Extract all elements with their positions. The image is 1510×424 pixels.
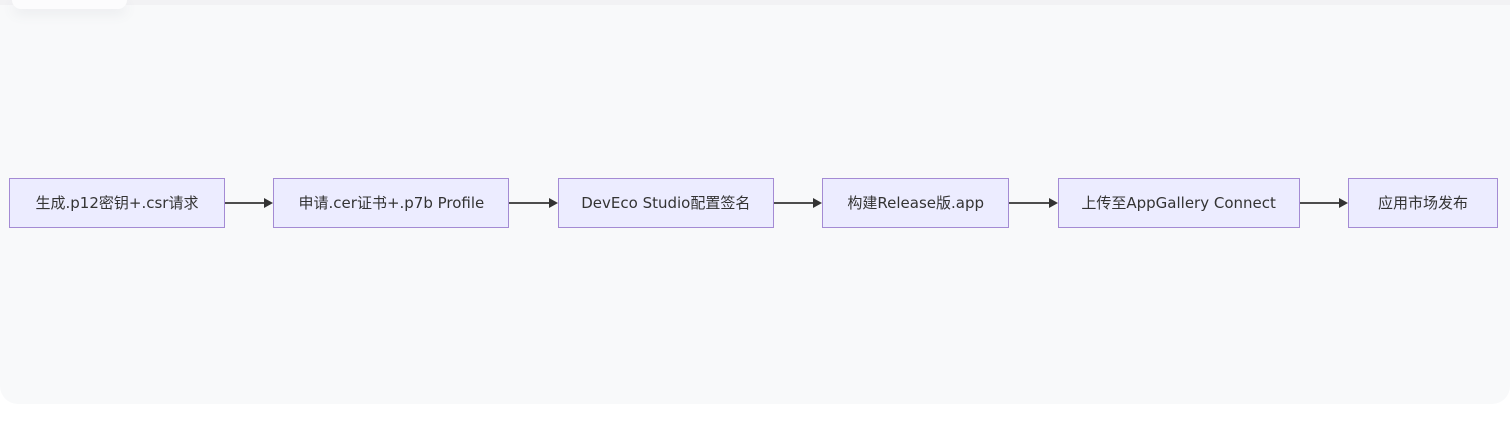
flow-node-market-publish: 应用市场发布	[1348, 178, 1499, 228]
flow-arrow-5	[1299, 178, 1349, 228]
flowchart: 生成.p12密钥+.csr请求 申请.cer证书+.p7b Profile De…	[9, 178, 1499, 228]
flow-node-label: 申请.cer证书+.p7b Profile	[298, 193, 485, 212]
arrow-line	[509, 202, 550, 204]
arrow-line	[1299, 202, 1341, 204]
flow-arrow-1	[225, 178, 274, 228]
browser-tab-remnant	[12, 0, 127, 9]
flow-node-apply-cert-profile: 申请.cer证书+.p7b Profile	[273, 178, 510, 228]
flow-node-label: 生成.p12密钥+.csr请求	[35, 193, 199, 212]
arrow-head-icon	[548, 198, 558, 208]
flow-node-generate-key: 生成.p12密钥+.csr请求	[9, 178, 225, 228]
flow-node-label: 上传至AppGallery Connect	[1081, 193, 1276, 212]
flow-node-label: DevEco Studio配置签名	[581, 193, 751, 212]
window-top-strip	[0, 0, 1510, 5]
flow-arrow-3	[773, 178, 823, 228]
arrow-line	[773, 202, 815, 204]
arrow-line	[1009, 202, 1050, 204]
arrow-line	[225, 202, 266, 204]
flow-arrow-4	[1009, 178, 1058, 228]
flow-node-build-release: 构建Release版.app	[822, 178, 1010, 228]
flow-node-deveco-signing: DevEco Studio配置签名	[557, 178, 774, 228]
flow-node-label: 应用市场发布	[1378, 193, 1469, 212]
arrow-head-icon	[813, 198, 823, 208]
flow-arrow-2	[509, 178, 558, 228]
arrow-head-icon	[264, 198, 274, 208]
flow-node-upload-appgallery: 上传至AppGallery Connect	[1057, 178, 1300, 228]
arrow-head-icon	[1048, 198, 1058, 208]
arrow-head-icon	[1339, 198, 1349, 208]
flow-node-label: 构建Release版.app	[847, 193, 985, 212]
